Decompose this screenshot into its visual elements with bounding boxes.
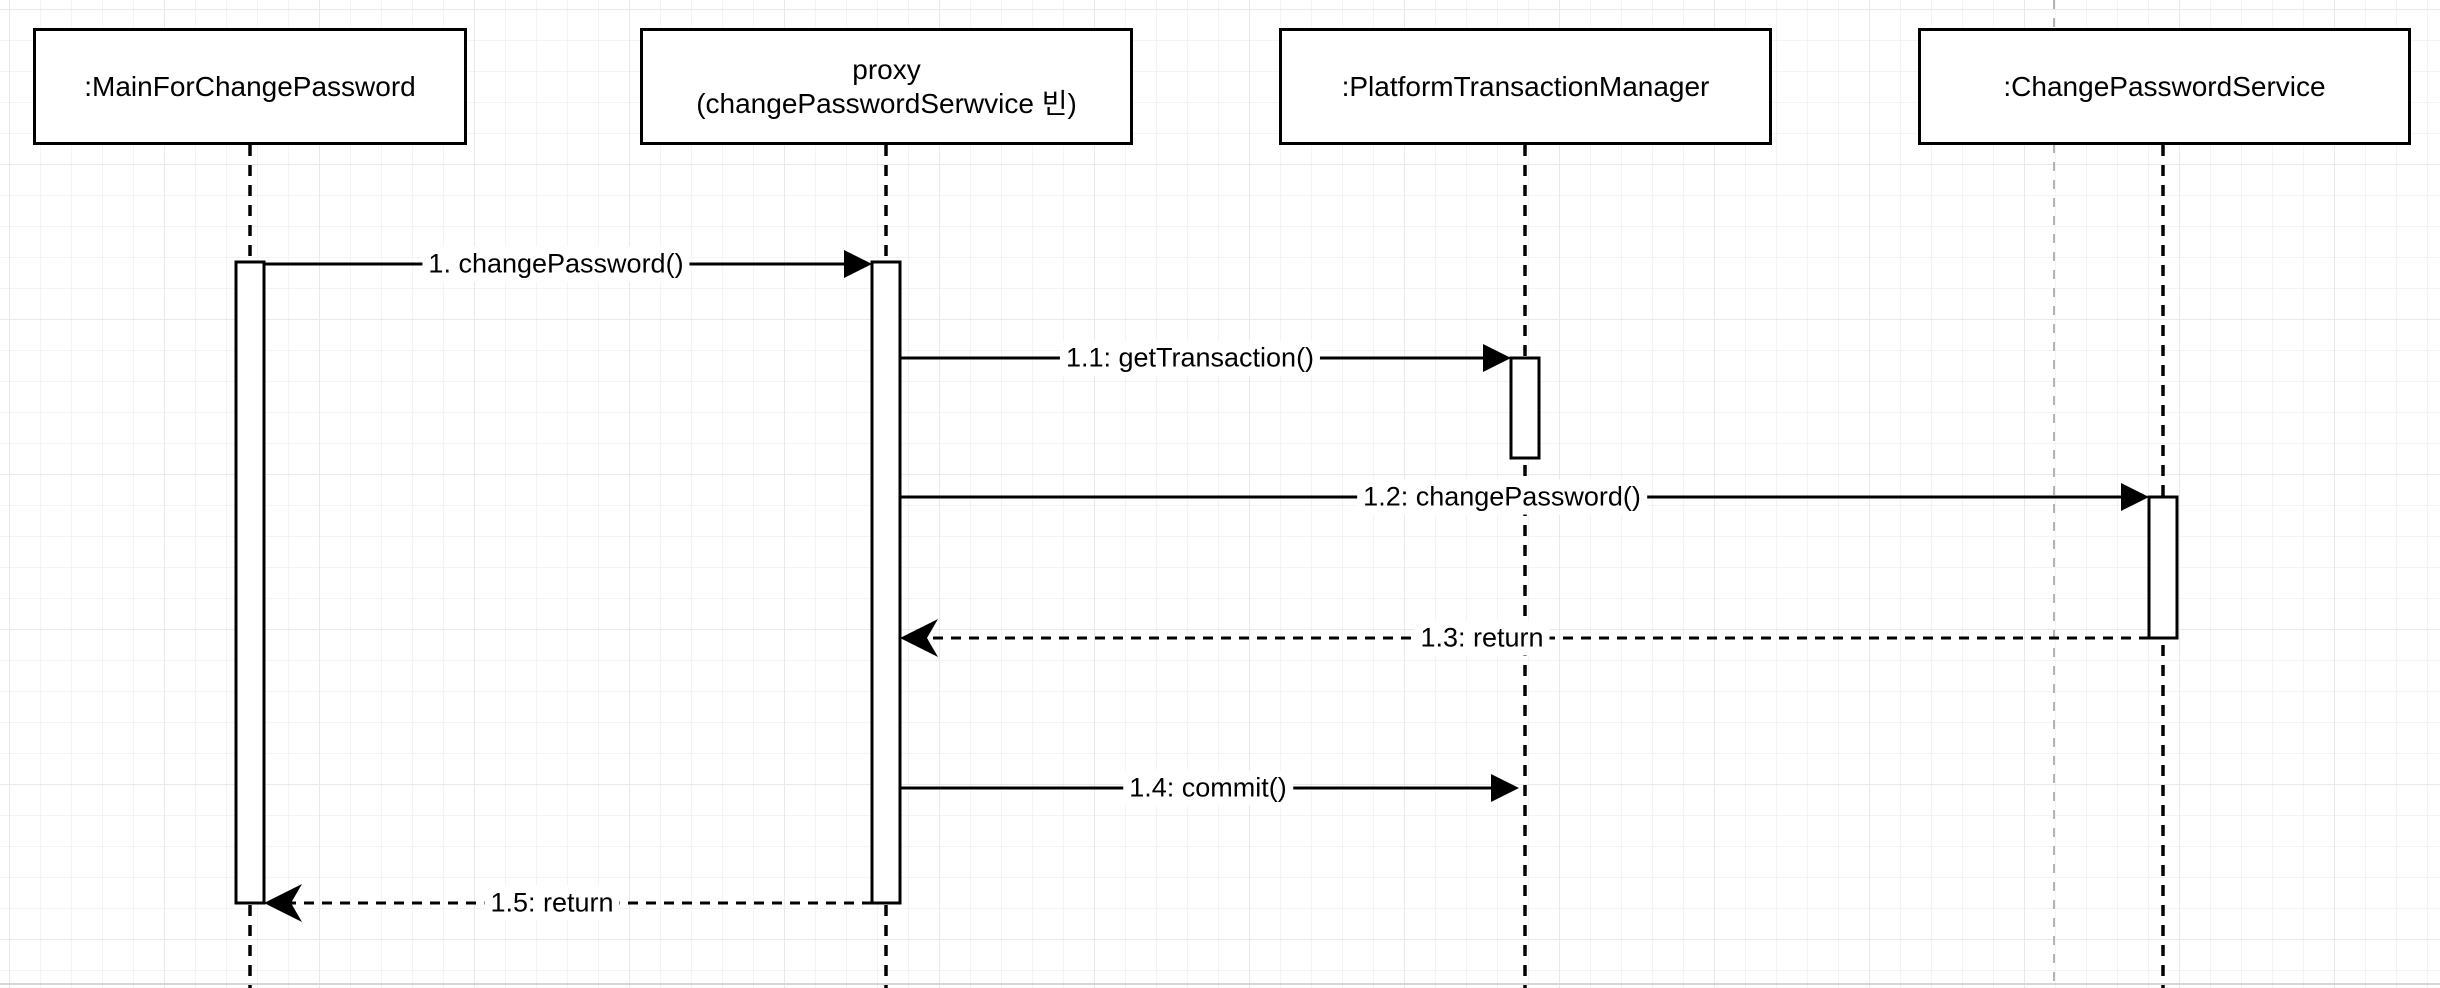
canvas-bottom-edge <box>0 983 2440 985</box>
arrowhead-message-1-4 <box>1491 774 1519 802</box>
activation-proxy[interactable] <box>870 260 902 905</box>
participant-cps[interactable]: :ChangePasswordService <box>1918 28 2411 145</box>
message-label-1-3[interactable]: 1.3: return <box>1414 620 1550 656</box>
participant-ptm[interactable]: :PlatformTransactionManager <box>1279 28 1772 145</box>
activation-ptm[interactable] <box>1509 356 1541 460</box>
participant-proxy[interactable]: proxy (changePasswordSerwvice 빈) <box>640 28 1133 145</box>
message-label-1-4[interactable]: 1.4: commit() <box>1123 770 1293 806</box>
arrowhead-message-1-3 <box>900 619 938 657</box>
participant-ptm-label: :PlatformTransactionManager <box>1341 70 1710 102</box>
participant-proxy-sublabel: (changePasswordSerwvice 빈) <box>696 87 1077 119</box>
participant-cps-label: :ChangePasswordService <box>2003 70 2326 102</box>
message-label-1[interactable]: 1. changePassword() <box>422 246 690 282</box>
arrowhead-message-1-1 <box>1483 344 1511 372</box>
participant-proxy-label: proxy <box>852 53 921 85</box>
activation-main[interactable] <box>234 260 266 905</box>
participant-main[interactable]: :MainForChangePassword <box>33 28 467 145</box>
arrowhead-message-1-2 <box>2121 483 2149 511</box>
message-label-1-2[interactable]: 1.2: changePassword() <box>1357 479 1647 515</box>
message-label-1-5[interactable]: 1.5: return <box>484 885 620 921</box>
arrowhead-message-1-5 <box>264 884 302 922</box>
activation-cps[interactable] <box>2147 495 2179 640</box>
participant-main-label: :MainForChangePassword <box>84 70 416 102</box>
message-label-1-1[interactable]: 1.1: getTransaction() <box>1059 340 1321 376</box>
arrowhead-message-1 <box>844 250 872 278</box>
